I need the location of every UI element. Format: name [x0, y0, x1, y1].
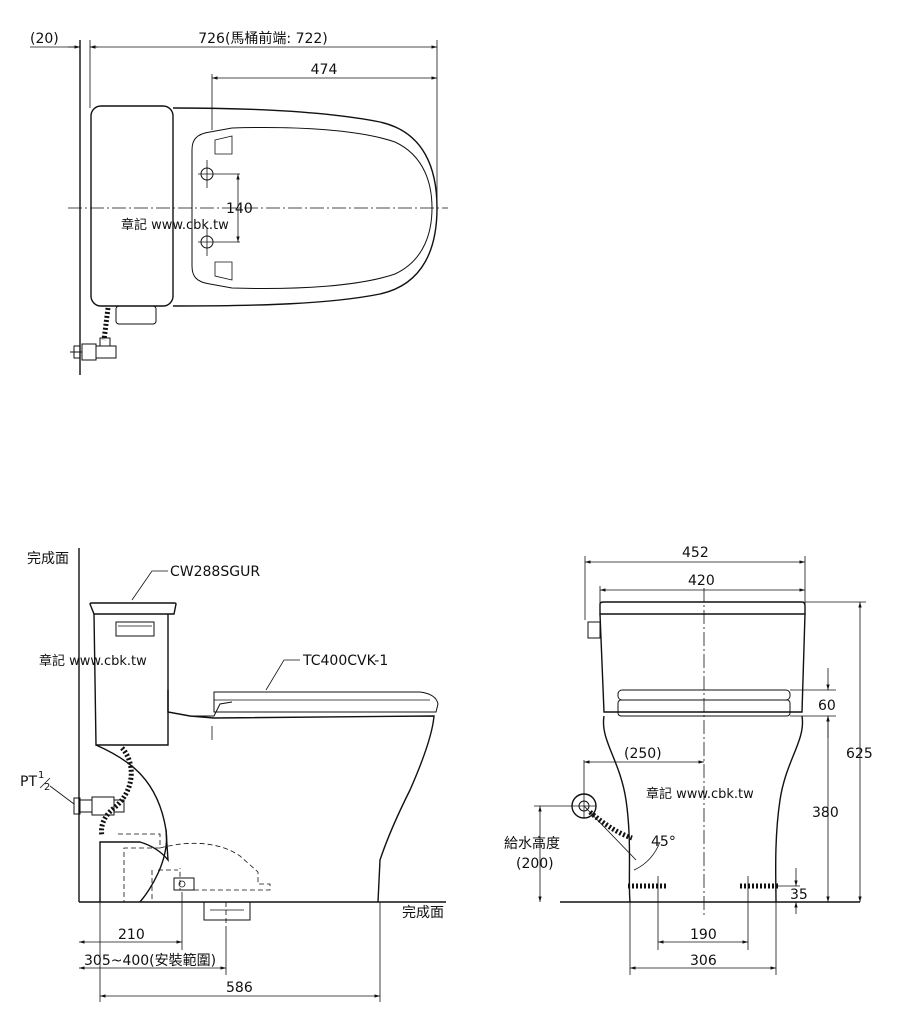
drain-pipe — [203, 902, 251, 921]
side-view: 完成面 完成面 CW288SGUR TC400CVK-1 章記 www.cbk.… — [20, 548, 446, 1002]
supply-hose-side — [99, 746, 134, 837]
tank-body — [93, 613, 169, 746]
dim-supply-offset: (250) — [624, 746, 662, 762]
front-seat — [617, 699, 791, 717]
seat-model-label: TC400CVK-1 — [302, 653, 388, 669]
stop-valve-side — [73, 796, 125, 816]
pipe-fraction-sub: 2 — [44, 782, 50, 793]
supply-hose-top — [101, 307, 111, 341]
watermark-front: 章記 www.cbk.tw — [646, 786, 754, 802]
bowl-base — [95, 744, 169, 902]
front-lever — [587, 621, 601, 639]
top-view: (20) 726(馬桶前端: 722) 474 140 章記 www.cbk.t… — [30, 30, 448, 375]
dim-install-range: 305~400(安裝範圍) — [84, 952, 216, 969]
valve-box — [115, 305, 157, 325]
dim-seat-length: 474 — [311, 62, 338, 78]
front-bowl-left — [602, 715, 631, 903]
pipe-fraction-sup: 1 — [38, 770, 44, 781]
watermark-side: 章記 www.cbk.tw — [39, 653, 147, 669]
finish-floor-label: 完成面 — [402, 905, 444, 921]
angle-label: 45° — [651, 834, 676, 850]
dim-bolt-spacing: 190 — [690, 927, 717, 943]
stop-valve-top — [70, 337, 117, 361]
dim-total-length: 726(馬桶前端: 722) — [198, 30, 328, 47]
dim-seat-height: 60 — [818, 698, 836, 714]
tank-model-label: CW288SGUR — [170, 564, 260, 580]
seat-side — [213, 691, 439, 713]
front-bowl-right — [774, 715, 804, 903]
tank-lid — [89, 602, 177, 615]
dim-total-depth: 586 — [226, 980, 253, 996]
dim-outer-width: 452 — [682, 545, 709, 561]
supply-height-label: 給水高度 — [504, 835, 560, 852]
dim-total-height: 625 — [846, 746, 873, 762]
drain-bolt — [173, 877, 195, 891]
supply-hose-front — [588, 810, 633, 841]
bowl-profile — [167, 690, 435, 903]
flush-lever — [115, 621, 155, 637]
dim-rim-height: 380 — [812, 805, 839, 821]
dim-inner-width: 420 — [688, 573, 715, 589]
dim-foot-height: 35 — [790, 887, 808, 903]
seat-outline — [191, 127, 433, 289]
hidden-drain — [118, 833, 271, 930]
finish-wall-label: 完成面 — [27, 551, 69, 567]
dim-hole-spacing: 140 — [226, 201, 253, 217]
dim-base-width: 306 — [690, 953, 717, 969]
front-tank-lid — [599, 601, 806, 615]
bowl-outline — [172, 107, 438, 307]
watermark-top: 章記 www.cbk.tw — [121, 217, 229, 233]
dim-offset-20: (20) — [30, 31, 59, 47]
supply-height-value: (200) — [516, 856, 554, 872]
tank-top — [90, 105, 174, 307]
front-view: 452 420 (250) 給水高度 (200) 45° 章記 ww — [504, 545, 873, 975]
dim-drain-distance: 210 — [118, 927, 145, 943]
front-tank-body — [599, 613, 806, 713]
pipe-label: PT — [20, 774, 37, 790]
